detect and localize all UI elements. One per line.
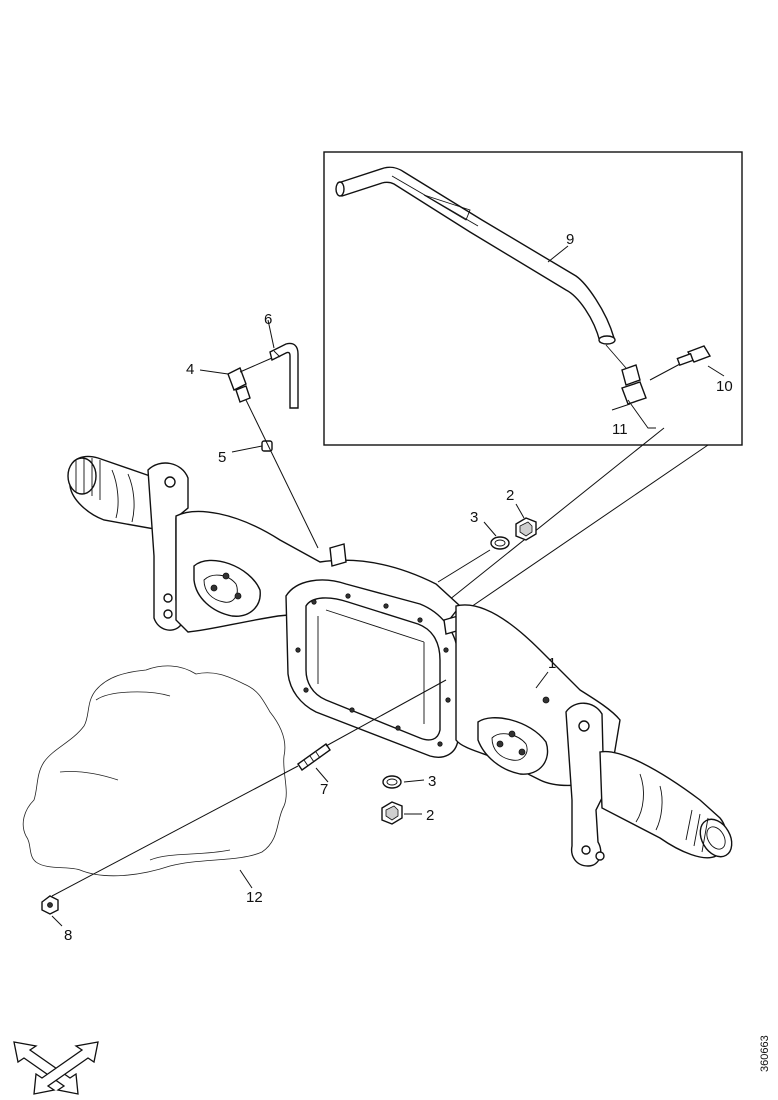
callout-9: 9: [566, 231, 574, 248]
union-4: [227, 367, 247, 391]
washer-3-upper: 3: [437, 509, 510, 583]
bent-pipe-6: [269, 342, 299, 409]
callout-12: 12: [246, 889, 263, 906]
nut-2-upper: 2: [506, 487, 537, 541]
axle-housing: [67, 455, 733, 867]
bolt-10: [649, 345, 712, 381]
breather-fitting: [621, 364, 656, 429]
carrier-leader: 12: [239, 869, 263, 906]
callout-8: 8: [64, 927, 72, 944]
callout-2-upper: 2: [506, 487, 514, 504]
differential-carrier: [22, 665, 287, 877]
callout-1: 1: [548, 655, 556, 672]
callout-6: 6: [264, 311, 272, 328]
callout-5: 5: [218, 449, 226, 466]
callout-11: 11: [612, 421, 628, 438]
nut-8: 8: [41, 895, 72, 944]
stud-7: 7: [51, 679, 447, 897]
reference-number: 360663: [759, 1035, 771, 1072]
callout-3-upper: 3: [470, 509, 478, 526]
detail-inset-frame: [323, 151, 743, 446]
housing-callout: 1: [535, 655, 556, 689]
washer-3-lower: 3: [382, 773, 436, 790]
detail-inset: 9 10 11: [323, 151, 743, 446]
breather-parts: 6 4 5: [186, 311, 319, 549]
breather-hose: [335, 166, 627, 369]
callout-2-lower: 2: [426, 807, 434, 824]
callout-3-lower: 3: [428, 773, 436, 790]
callout-4: 4: [186, 361, 194, 378]
inset-leader-line: [433, 427, 665, 613]
callout-10: 10: [716, 378, 733, 395]
callout-7: 7: [320, 781, 328, 798]
double-arrow-cross-icon: [13, 1041, 99, 1095]
nut-2-lower: 2: [381, 801, 434, 825]
